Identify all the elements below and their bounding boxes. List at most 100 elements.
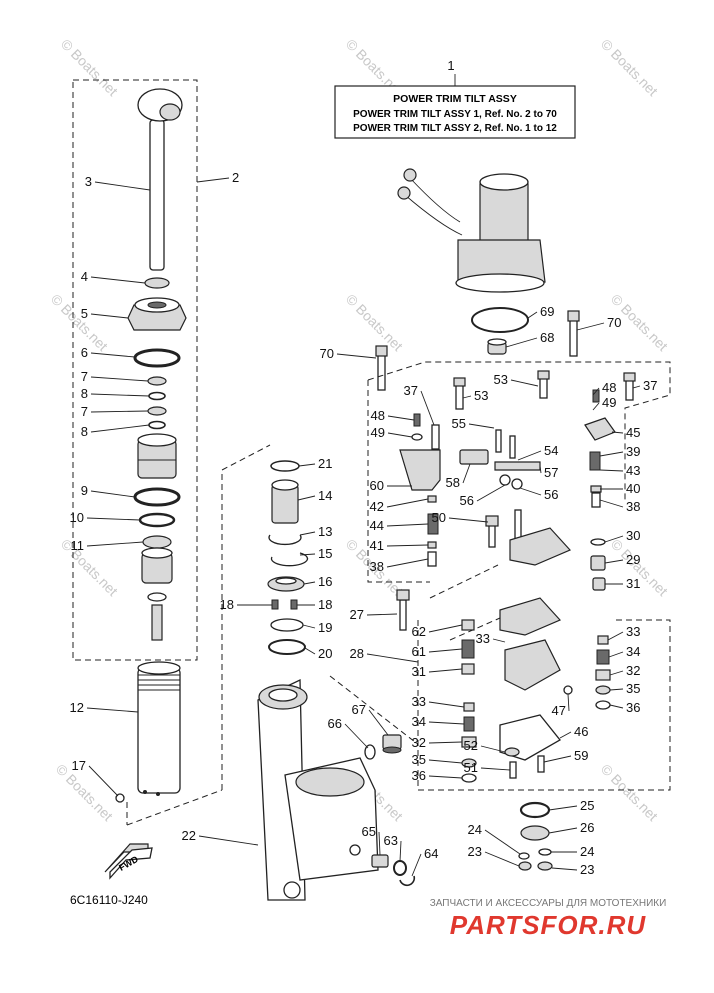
- leader-c42: [386, 498, 429, 508]
- leader-c25: [548, 805, 578, 811]
- callout-c8b: 8: [81, 424, 88, 439]
- leader-c54: [517, 450, 542, 461]
- leader-c28: [366, 653, 419, 663]
- leader-c10: [86, 517, 141, 521]
- callout-c3: 3: [85, 174, 92, 189]
- leader-c23b: [551, 867, 578, 871]
- callout-c33c: 33: [412, 694, 426, 709]
- leader-c41: [386, 544, 429, 547]
- leader-lines: [86, 177, 641, 877]
- callout-c12: 12: [70, 700, 84, 715]
- callout-c45: 45: [626, 425, 640, 440]
- leader-c37a: [420, 390, 435, 426]
- leader-c19: [302, 624, 316, 629]
- leader-c69: [527, 311, 538, 319]
- watermark: © Boats.net: [58, 536, 121, 599]
- callout-c24a: 24: [468, 822, 482, 837]
- leader-c32b: [428, 741, 463, 744]
- leader-c12: [86, 707, 139, 713]
- callout-c49b: 49: [602, 395, 616, 410]
- bottom-rings: [518, 801, 553, 871]
- callout-c53b: 53: [494, 372, 508, 387]
- callout-c65: 65: [362, 824, 376, 839]
- callout-c23a: 23: [468, 844, 482, 859]
- callout-c32a: 32: [626, 663, 640, 678]
- cylinder-12: [115, 661, 223, 826]
- callout-c8a: 8: [81, 386, 88, 401]
- callout-c7b: 7: [81, 404, 88, 419]
- leader-c14: [297, 495, 316, 501]
- leader-c70b: [576, 322, 605, 331]
- callout-c42: 42: [370, 499, 384, 514]
- callout-c29: 29: [626, 552, 640, 567]
- leader-c8b: [90, 424, 150, 433]
- callout-c20: 20: [318, 646, 332, 661]
- callout-c24b: 24: [580, 844, 594, 859]
- leader-c45: [611, 431, 624, 434]
- leader-c63: [399, 840, 402, 862]
- callout-c22: 22: [182, 828, 196, 843]
- leader-c51: [480, 767, 511, 771]
- callout-c54: 54: [544, 443, 558, 458]
- callout-c10: 10: [70, 510, 84, 525]
- callout-c57: 57: [544, 465, 558, 480]
- callout-c70a: 70: [320, 346, 334, 361]
- callout-c51: 51: [464, 760, 478, 775]
- leader-c53b: [510, 379, 539, 387]
- title-line-2: POWER TRIM TILT ASSY 1, Ref. No. 2 to 70: [353, 109, 557, 120]
- leader-c65: [378, 831, 381, 856]
- leader-c66: [344, 723, 369, 749]
- leader-c48b: [592, 387, 600, 396]
- leader-c21: [298, 463, 316, 467]
- callout-c48b: 48: [602, 380, 616, 395]
- leader-c49b: [592, 402, 600, 411]
- leader-c11: [86, 541, 144, 547]
- leader-c56b: [519, 487, 542, 496]
- footer-tagline: ЗАПЧАСТИ И АКСЕССУАРЫ ДЛЯ МОТОТЕХНИКИ: [430, 898, 667, 909]
- callout-c46: 46: [574, 724, 588, 739]
- callout-c49a: 49: [371, 425, 385, 440]
- leader-c6: [90, 352, 136, 358]
- callout-c5: 5: [81, 306, 88, 321]
- leader-c35b: [428, 759, 463, 764]
- callout-c37b: 37: [643, 378, 657, 393]
- leader-c23a: [484, 851, 520, 867]
- valve-plates: [499, 527, 606, 761]
- callout-c35a: 35: [626, 681, 640, 696]
- leader-c36b: [428, 775, 463, 779]
- leader-c56a: [476, 484, 506, 502]
- leader-c33b: [607, 631, 624, 641]
- callout-c55: 55: [452, 416, 466, 431]
- diagram-code: 6C16110-J240: [70, 893, 148, 907]
- callout-c18b: 18: [318, 597, 332, 612]
- leader-c27: [366, 613, 398, 616]
- callout-c69: 69: [540, 304, 554, 319]
- callout-c43: 43: [626, 463, 640, 478]
- leader-c67: [368, 709, 389, 736]
- leader-c62: [428, 624, 463, 633]
- leader-c53a: [462, 395, 472, 399]
- leader-c33a: [492, 638, 506, 643]
- callout-c31a: 31: [626, 576, 640, 591]
- callout-c66: 66: [328, 716, 342, 731]
- callout-c19: 19: [318, 620, 332, 635]
- callout-c27: 27: [350, 607, 364, 622]
- callout-c37a: 37: [404, 383, 418, 398]
- leader-c9: [90, 490, 136, 498]
- leader-c5: [90, 313, 129, 319]
- callout-c39: 39: [626, 444, 640, 459]
- leader-c20: [304, 647, 316, 655]
- leader-c43: [599, 469, 624, 472]
- title-line-3: POWER TRIM TILT ASSY 2, Ref. No. 1 to 12: [353, 123, 557, 134]
- callout-c18a: 18: [220, 597, 234, 612]
- leader-c70a: [336, 353, 377, 359]
- leader-c32a: [609, 670, 624, 676]
- leader-c39: [599, 451, 624, 457]
- leader-c16: [303, 581, 316, 585]
- leader-c64: [411, 853, 422, 877]
- leader-c59: [543, 755, 572, 763]
- watermark: © Boats.net: [343, 291, 406, 354]
- callout-c33a: 33: [476, 631, 490, 646]
- callout-c34a: 34: [626, 644, 640, 659]
- callout-c16: 16: [318, 574, 332, 589]
